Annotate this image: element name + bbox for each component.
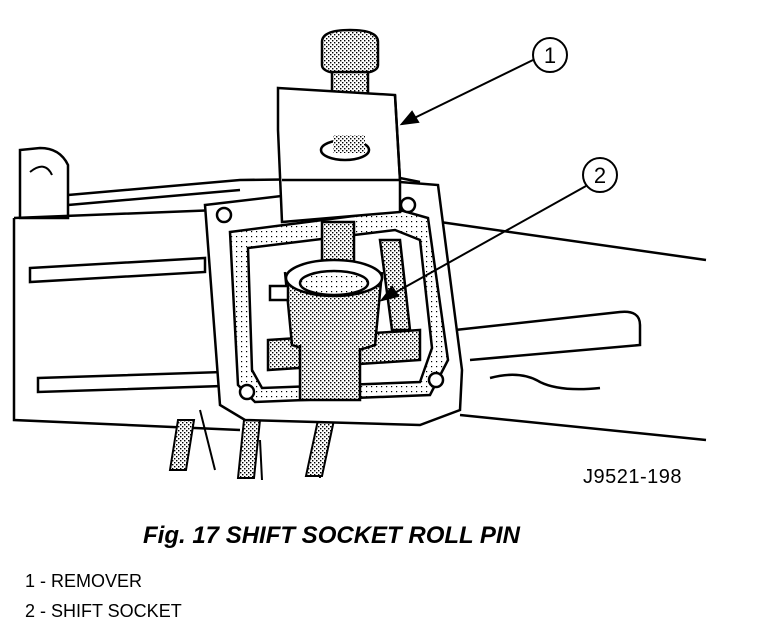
shift-socket — [268, 258, 384, 402]
remover-tool — [276, 28, 402, 274]
legend: 1 - REMOVER 2 - SHIFT SOCKET — [25, 566, 182, 626]
figure-code: J9521-198 — [583, 466, 683, 488]
legend-item-1: 1 - REMOVER — [25, 571, 143, 591]
callout-1 — [399, 37, 568, 126]
legend-item-2: 2 - SHIFT SOCKET — [25, 601, 182, 621]
callout-2-number: 2 — [594, 163, 606, 188]
callout-1-number: 1 — [544, 43, 556, 68]
shift-socket-illustration: 1 2 — [12, 28, 707, 481]
transmission-housing — [12, 146, 707, 481]
callout-2 — [379, 157, 618, 302]
figure-caption: Fig. 17 SHIFT SOCKET ROLL PIN — [143, 522, 520, 549]
